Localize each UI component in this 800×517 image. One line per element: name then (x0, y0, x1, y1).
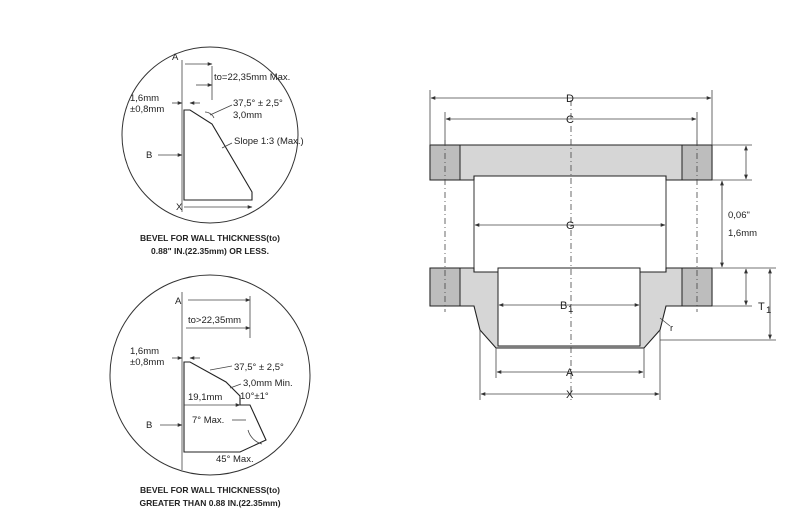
dim-t1-label: T (758, 301, 765, 313)
dim-c-label: C (566, 114, 574, 126)
bevel-detail-small: A to=22,35mm Max. 1,6mm ±0,8mm 37,5° ± 2… (121, 46, 304, 224)
caption-large-line-2: GREATER THAN 0.88 IN.(22.35mm) (139, 498, 280, 508)
dim-max7-label: 7° Max. (192, 415, 224, 426)
dim-land-label-2: ±0,8mm (130, 104, 164, 115)
dim-b1-sub: 1 (568, 304, 573, 315)
dim-b1-label: B (560, 300, 567, 312)
dim-t1-sub: 1 (766, 305, 771, 316)
dim-g-label: G (566, 220, 575, 232)
dim-to-label: to=22,35mm Max. (214, 72, 290, 83)
dim-a-flange-label: A (566, 367, 574, 379)
dim-gap-label-2: 1,6mm (728, 228, 757, 239)
dim-angle-label-2: 3,0mm (233, 110, 262, 121)
dim-land-label-2-2: ±0,8mm (130, 357, 164, 368)
dim-45-label: 45° Max. (216, 454, 254, 465)
dim-d-label: D (566, 93, 574, 105)
dim-b-label: B (146, 150, 152, 161)
dim-angle-label-1: 37,5° ± 2,5° (233, 98, 283, 109)
dim-angle-label-2-1: 37,5° ± 2,5° (234, 362, 284, 373)
dim-slope-label: Slope 1:3 (Max.) (234, 136, 304, 147)
dim-a-label: A (172, 52, 179, 63)
caption-large-line-1: BEVEL FOR WALL THICKNESS(to) (140, 485, 280, 495)
dim-r-label: r (670, 323, 673, 334)
flange-assembly: D C G B 1 r A X 0,06" 1 (429, 90, 776, 401)
dim-angle-label-2-3: 10°±1° (240, 391, 269, 402)
dim-a-label-2: A (175, 296, 182, 307)
dim-land-label-1: 1,6mm (130, 93, 159, 104)
dim-gap-label-1: 0,06" (728, 210, 750, 221)
dim-b-label-2: B (146, 420, 152, 431)
caption-small-line-1: BEVEL FOR WALL THICKNESS(to) (140, 233, 280, 243)
caption-small-line-2: 0.88" IN.(22.35mm) OR LESS. (151, 246, 269, 256)
dim-angle-label-2-2: 3,0mm Min. (243, 378, 293, 389)
dim-x-flange-label: X (566, 389, 574, 401)
dim-x-label: X (176, 202, 183, 213)
bevel-detail-large: A to>22,35mm 1,6mm ±0,8mm 37,5° ± 2,5° 3… (109, 274, 311, 476)
dim-offset-label: 19,1mm (188, 392, 222, 403)
dim-to-label-2: to>22,35mm (188, 315, 241, 326)
dim-land-label-2-1: 1,6mm (130, 346, 159, 357)
